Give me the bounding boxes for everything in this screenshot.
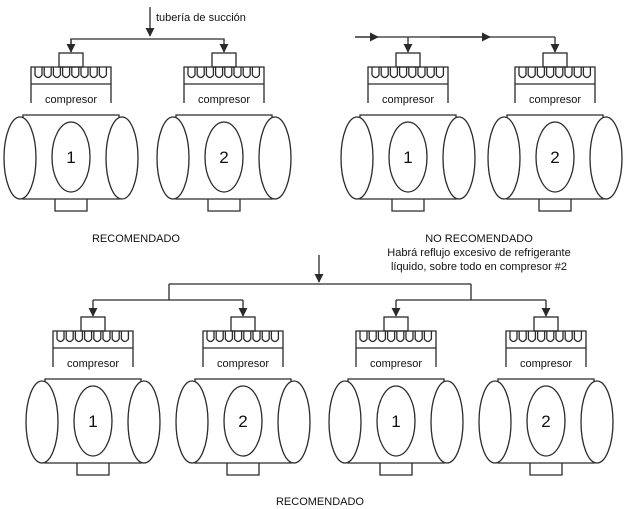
compressor-number: 1	[66, 148, 75, 167]
motor-end-left	[478, 380, 512, 464]
compressor-number: 2	[550, 148, 559, 167]
motor-end-right	[258, 116, 292, 200]
cylinder-head	[183, 66, 265, 103]
cooling-fins	[509, 331, 583, 343]
base-foot	[538, 199, 572, 212]
motor-end-right	[105, 116, 139, 200]
motor-end-left	[3, 116, 37, 200]
label-backdrop	[360, 355, 432, 371]
label-backdrop	[510, 355, 582, 371]
cylinder-head	[505, 330, 587, 367]
compressor-label: compresor	[198, 94, 250, 106]
compressor-body-oval	[223, 385, 263, 457]
compressor-label: compresor	[529, 94, 581, 106]
cooling-fins	[206, 331, 280, 343]
compressor-label: compresor	[45, 94, 97, 106]
cooling-fins	[371, 67, 445, 79]
compressor-body-oval	[535, 121, 575, 193]
compressor-unit: compresor 1	[3, 52, 139, 212]
motor-end-right	[277, 380, 311, 464]
suction-manifold	[533, 316, 559, 332]
motor-end-left	[175, 380, 209, 464]
suction-manifold	[383, 316, 409, 332]
compressor-number: 1	[403, 148, 412, 167]
suction-manifold	[211, 52, 237, 68]
motor-end-right	[430, 380, 464, 464]
compressor-label: compresor	[217, 358, 269, 370]
cylinder-head	[202, 330, 284, 367]
base-foot	[379, 463, 413, 476]
compressor-unit: compresor 1	[340, 52, 476, 212]
motor-end-right	[127, 380, 161, 464]
compressor-number: 1	[391, 412, 400, 431]
caption-bottom: RECOMENDADO	[276, 496, 364, 508]
suction-line-label: tubería de succión	[156, 12, 246, 24]
label-backdrop	[57, 355, 129, 371]
base-foot	[391, 199, 425, 212]
motor-end-left	[340, 116, 374, 200]
label-backdrop	[519, 91, 591, 107]
cooling-fins	[34, 67, 108, 79]
compressor-number: 2	[219, 148, 228, 167]
compressor-label: compresor	[370, 358, 422, 370]
motor-end-right	[580, 380, 614, 464]
base-foot	[54, 199, 88, 212]
warning-line-1: Habrá reflujo excesivo de refrigerante	[387, 247, 570, 259]
compressor-unit: compresor 2	[156, 52, 292, 212]
compressor-number: 2	[541, 412, 550, 431]
caption-top-right: NO RECOMENDADO	[425, 233, 533, 245]
suction-manifold	[80, 316, 106, 332]
compressor-label: compresor	[67, 358, 119, 370]
motor-end-left	[487, 116, 521, 200]
motor-end-left	[25, 380, 59, 464]
suction-manifold	[395, 52, 421, 68]
compressor-unit: compresor 1	[25, 316, 161, 476]
motor-end-right	[589, 116, 623, 200]
suction-manifold	[542, 52, 568, 68]
compressor-number: 1	[88, 412, 97, 431]
compressor-label: compresor	[520, 358, 572, 370]
label-backdrop	[188, 91, 260, 107]
panel-top-right	[355, 32, 560, 53]
cooling-fins	[187, 67, 261, 79]
base-foot	[226, 463, 260, 476]
cylinder-head	[367, 66, 449, 103]
suction-header-pipe	[70, 38, 229, 53]
cooling-fins	[518, 67, 592, 79]
label-backdrop	[372, 91, 444, 107]
motor-end-right	[442, 116, 476, 200]
compressor-body-oval	[376, 385, 416, 457]
suction-manifold	[58, 52, 84, 68]
compressor-body-oval	[526, 385, 566, 457]
label-backdrop	[207, 355, 279, 371]
compressor-body-oval	[73, 385, 113, 457]
cylinder-head	[30, 66, 112, 103]
cooling-fins	[359, 331, 433, 343]
compressor-unit: compresor 2	[175, 316, 311, 476]
compressor-unit: compresor 2	[487, 52, 623, 212]
compressor-unit: compresor 2	[478, 316, 614, 476]
panel-top-left: tubería de succión	[66, 7, 246, 53]
cylinder-head	[355, 330, 437, 367]
motor-end-left	[328, 380, 362, 464]
warning-line-2: líquido, sobre todo en compresor #2	[391, 261, 567, 273]
base-foot	[76, 463, 110, 476]
suction-manifold	[230, 316, 256, 332]
compressor-body-oval	[51, 121, 91, 193]
base-foot	[529, 463, 563, 476]
cylinder-head	[52, 330, 134, 367]
caption-top-left: RECOMENDADO	[92, 233, 180, 245]
cooling-fins	[56, 331, 130, 343]
motor-end-left	[156, 116, 190, 200]
compressor-body-oval	[204, 121, 244, 193]
cylinder-head	[514, 66, 596, 103]
compressor-label: compresor	[382, 94, 434, 106]
label-backdrop	[35, 91, 107, 107]
base-foot	[207, 199, 241, 212]
compressor-body-oval	[388, 121, 428, 193]
panel-bottom	[88, 255, 551, 317]
compressor-unit: compresor 1	[328, 316, 464, 476]
compressor-number: 2	[238, 412, 247, 431]
